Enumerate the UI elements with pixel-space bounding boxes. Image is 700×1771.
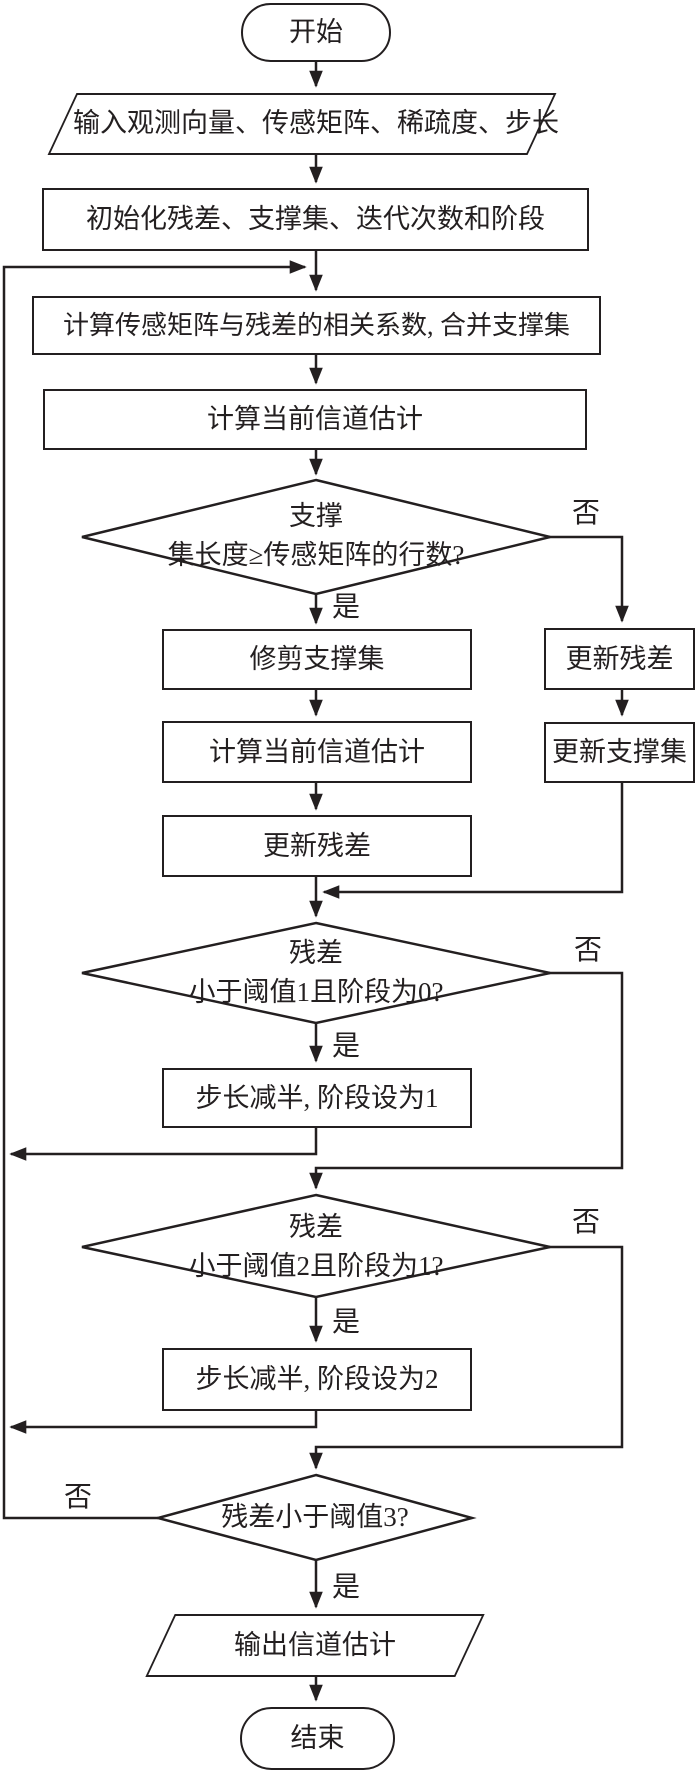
decision-support-line2: 集长度≥传感矩阵的行数? [167, 540, 465, 570]
no-label-4: 否 [64, 1482, 93, 1513]
init-node: 初始化残差、支撑集、迭代次数和阶段 [42, 188, 589, 251]
no-label-2: 否 [574, 935, 603, 966]
correlate-node: 计算传感矩阵与残差的相关系数, 合并支撑集 [32, 296, 601, 355]
correlate-label: 计算传感矩阵与残差的相关系数, 合并支撑集 [62, 310, 570, 340]
update-residual-right-node: 更新残差 [544, 628, 695, 690]
yes-label-1: 是 [332, 592, 361, 623]
decision-threshold3-label: 残差小于阈值3? [221, 1502, 409, 1533]
update-residual-right-label: 更新残差 [565, 643, 674, 674]
estimate2-label: 计算当前信道估计 [209, 736, 425, 767]
edge-loop-left-return [2, 260, 307, 1520]
no-label-3: 否 [572, 1207, 601, 1238]
decision-support-line1: 支撑 [289, 500, 343, 531]
start-label: 开始 [289, 17, 343, 48]
edge-halve1-loopback [9, 1128, 318, 1161]
estimate1-node: 计算当前信道估计 [43, 389, 587, 450]
start-node: 开始 [241, 3, 391, 62]
end-label: 结束 [290, 1723, 345, 1754]
decision-threshold2-diamond [81, 1193, 551, 1299]
prune-label: 修剪支撑集 [249, 644, 385, 675]
update-residual-main-node: 更新残差 [162, 815, 472, 877]
init-label: 初始化残差、支撑集、迭代次数和阶段 [86, 204, 545, 235]
end-node: 结束 [240, 1707, 395, 1770]
decision-support-diamond [81, 478, 551, 596]
edge-decision1-no-right [548, 535, 629, 623]
yes-label-2: 是 [332, 1031, 361, 1062]
update-residual-main-label: 更新残差 [263, 830, 371, 861]
edge-decision3-no-decision4 [309, 1245, 624, 1470]
halve-step-1-node: 步长减半, 阶段设为1 [162, 1068, 472, 1128]
update-support-right-node: 更新支撑集 [544, 722, 695, 783]
input-label: 输入观测向量、传感矩阵、稀疏度、步长 [73, 108, 559, 139]
decision-threshold3-diamond [153, 1473, 477, 1562]
edge-decision2-no-decision3 [309, 971, 624, 1190]
estimate2-node: 计算当前信道估计 [162, 721, 472, 783]
decision-threshold1-line1: 残差 [289, 937, 343, 968]
decision-threshold2-line2: 小于阈值2且阶段为1? [188, 1251, 444, 1281]
decision-threshold2-line1: 残差 [289, 1211, 343, 1242]
edge-halve2-loopback [9, 1411, 318, 1434]
decision-threshold1-line2: 小于阈值1且阶段为0? [188, 977, 444, 1007]
halve-step-1-label: 步长减半, 阶段设为1 [195, 1082, 439, 1113]
decision-threshold2-text: 残差 小于阈值2且阶段为1? [82, 1206, 550, 1288]
no-label-1: 否 [572, 498, 601, 529]
prune-node: 修剪支撑集 [162, 629, 472, 690]
decision-threshold1-text: 残差 小于阈值1且阶段为0? [82, 932, 550, 1014]
output-label: 输出信道估计 [234, 1629, 396, 1660]
decision-support-text: 支撑 集长度≥传感矩阵的行数? [82, 492, 550, 580]
halve-step-2-node: 步长减半, 阶段设为2 [162, 1348, 472, 1411]
edge-right-branch-merge [322, 783, 624, 899]
yes-label-3: 是 [332, 1307, 361, 1338]
halve-step-2-label: 步长减半, 阶段设为2 [195, 1364, 439, 1395]
decision-threshold1-diamond [81, 921, 551, 1025]
decision-threshold3-text: 残差小于阈值3? [158, 1499, 472, 1537]
update-support-right-label: 更新支撑集 [552, 737, 687, 768]
yes-label-4: 是 [332, 1572, 361, 1603]
estimate1-label: 计算当前信道估计 [207, 404, 423, 435]
